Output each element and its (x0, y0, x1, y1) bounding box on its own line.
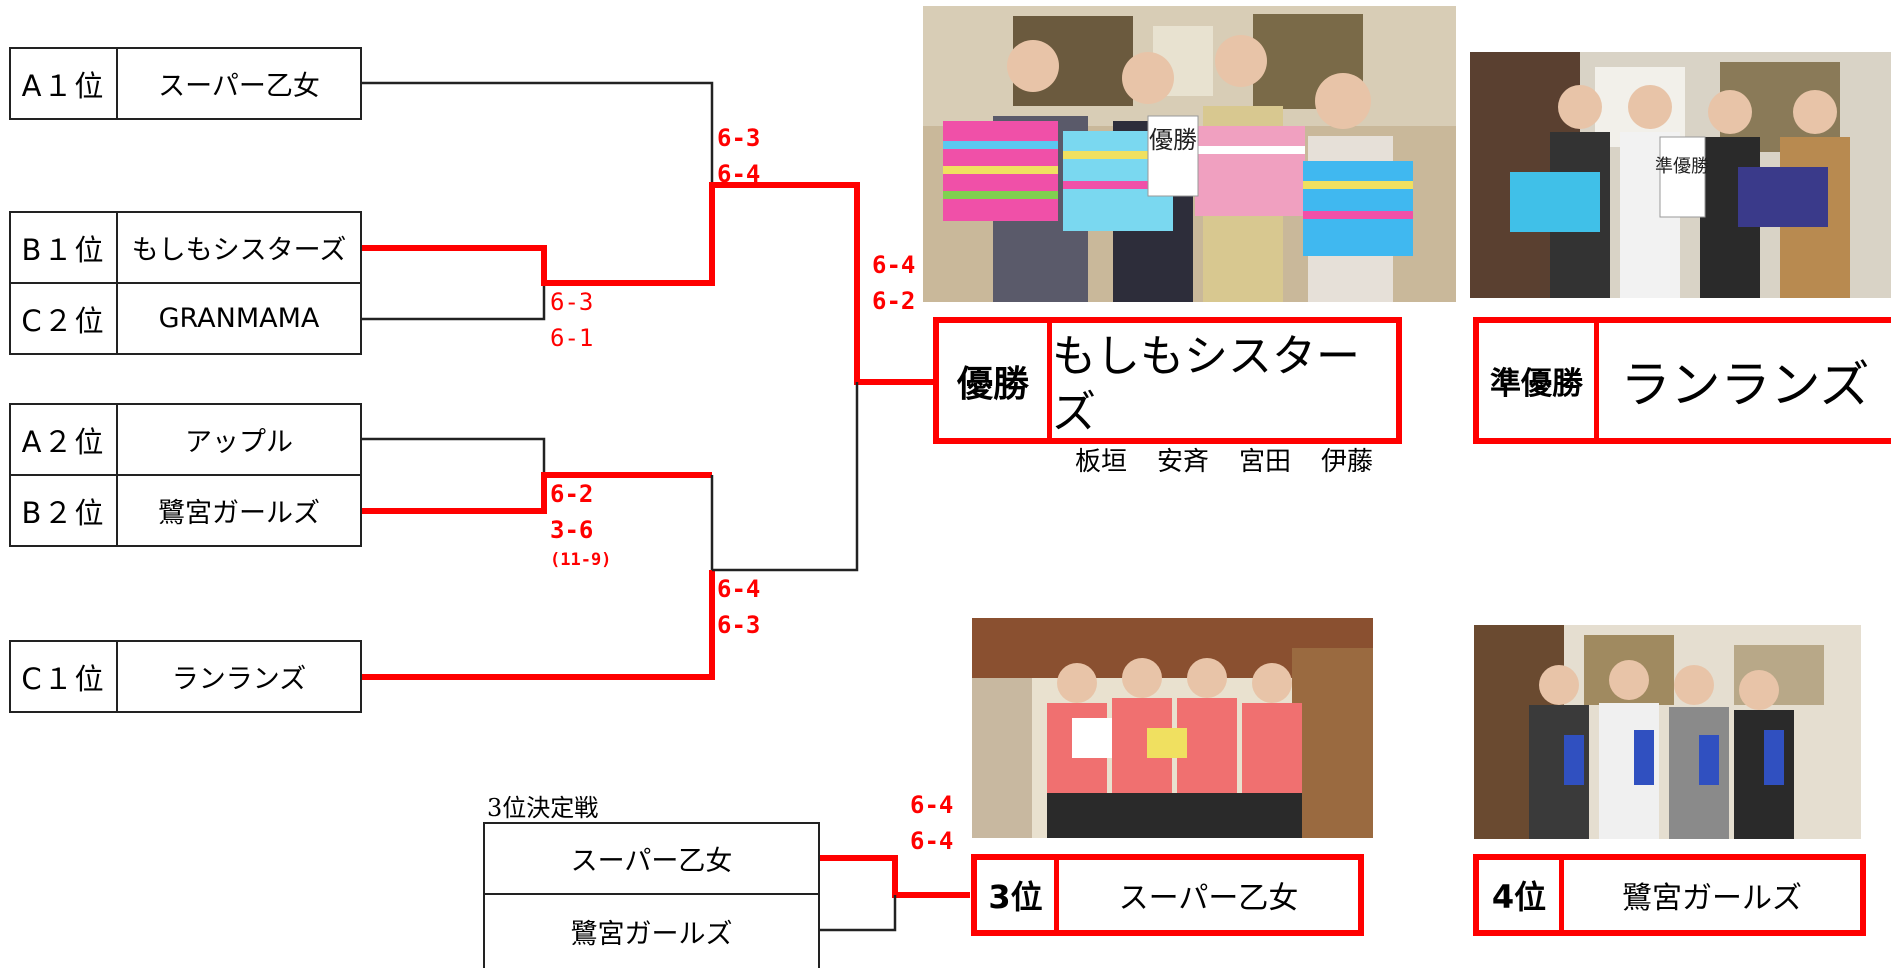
runner-up-award: 準優勝 ランランズ (1473, 317, 1891, 444)
third-team: スーパー乙女 (1118, 881, 1299, 916)
seed-a2: A２位 アップル (9, 403, 362, 476)
line-tp-bottom (818, 895, 897, 932)
champion-name-block: もしもシスターズ 板垣 安斉 宮田 伊藤 (1052, 323, 1396, 477)
seed-b2: B２位 鷺宮ガールズ (9, 474, 362, 547)
third-photo (972, 618, 1373, 838)
seed-team: 鷺宮ガールズ (158, 498, 320, 529)
member-name: 板垣 (1074, 447, 1127, 477)
seed-team: もしもシスターズ (131, 235, 347, 266)
score-line: 6-4 (910, 827, 954, 855)
line-c1-win (360, 570, 715, 680)
line-a2 (360, 437, 546, 475)
third-place-match-title: 3位決定戦 (487, 794, 599, 822)
runner-up-photo: 準優勝 (1470, 52, 1891, 298)
third-place-match-bottom: 鷺宮ガールズ (483, 893, 820, 968)
score-line: 6-4 (910, 791, 954, 819)
line-a1 (360, 81, 714, 185)
line-b2-win (360, 472, 712, 514)
score-line: 6-2 (872, 287, 916, 315)
seed-team: GRANMAMA (158, 303, 320, 334)
member-name: 安斉 (1156, 447, 1209, 477)
champion-members: 板垣 安斉 宮田 伊藤 (1075, 441, 1373, 478)
champion-photo: 優勝 (923, 6, 1456, 302)
line-b1-win (360, 182, 935, 385)
seed-rank: C１位 (11, 642, 118, 711)
champion-label: 優勝 (939, 323, 1052, 438)
champion-photo-sign: 優勝 (1149, 126, 1197, 154)
fourth-label: 4位 (1479, 860, 1564, 930)
third-place-match-top: スーパー乙女 (483, 822, 820, 895)
seed-b1: B１位 もしもシスターズ (9, 211, 362, 284)
score-line: 6-3 (550, 288, 594, 316)
score-line: 6-4 (717, 160, 761, 188)
champion-award: 優勝 もしもシスターズ 板垣 安斉 宮田 伊藤 (933, 317, 1402, 477)
score-line: 6-4 (872, 251, 916, 279)
member-name: 宮田 (1239, 447, 1292, 477)
runner-up-photo-sign: 準優勝 (1655, 156, 1709, 177)
score-third-place: 6-4 6-4 (910, 787, 953, 859)
fourth-photo (1474, 625, 1861, 839)
seed-rank: C２位 (11, 284, 118, 353)
score-line: 6-2 (550, 480, 594, 508)
score-line: 3-6 (550, 516, 594, 544)
seed-rank: B２位 (11, 476, 118, 545)
fourth-award: 4位 鷺宮ガールズ (1473, 854, 1866, 936)
score-line: 6-4 (717, 575, 761, 603)
score-sf2: 6-4 6-3 (717, 571, 760, 643)
seed-rank: B１位 (11, 213, 118, 282)
runner-up-team: ランランズ (1620, 355, 1870, 414)
seed-team: スーパー乙女 (158, 71, 320, 102)
score-line: 6-3 (717, 611, 761, 639)
seed-a1: A１位 スーパー乙女 (9, 47, 362, 120)
seed-rank: A２位 (11, 405, 118, 474)
score-qf2: 6-2 3-6 (11-9) (550, 476, 611, 572)
third-award: 3位 スーパー乙女 (971, 854, 1364, 936)
line-c2 (360, 283, 546, 321)
score-qf1: 6-3 6-1 (550, 284, 593, 356)
score-final: 6-4 6-2 (872, 247, 915, 319)
third-label: 3位 (977, 860, 1059, 930)
score-line: 6-1 (550, 324, 594, 352)
score-line: 6-3 (717, 124, 761, 152)
runner-up-label: 準優勝 (1479, 323, 1599, 438)
seed-rank: A１位 (11, 49, 118, 118)
member-name: 伊藤 (1321, 447, 1374, 477)
seed-team: アップル (185, 427, 293, 458)
seed-c2: C２位 GRANMAMA (9, 282, 362, 355)
line-tp-top (818, 855, 970, 898)
line-sf2-final (712, 382, 859, 572)
seed-c1: C１位 ランランズ (9, 640, 362, 713)
champion-team: もしもシスターズ (1052, 331, 1360, 438)
score-tiebreak: (11-9) (550, 550, 612, 570)
score-sf1: 6-3 6-4 (717, 120, 760, 192)
seed-team: ランランズ (171, 664, 307, 695)
fourth-team: 鷺宮ガールズ (1622, 881, 1802, 916)
